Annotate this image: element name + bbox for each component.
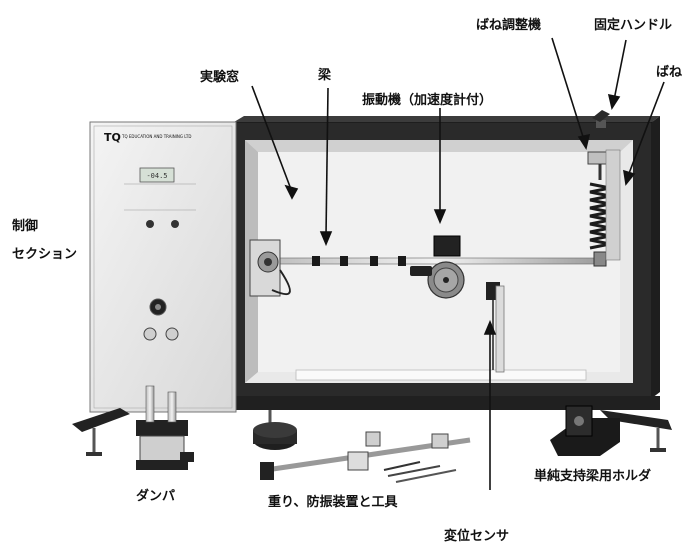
weights-tools xyxy=(253,422,471,483)
switch-button xyxy=(143,327,157,341)
label-exciter: 振動機（加速度計付） xyxy=(362,93,493,108)
simple-support-holder xyxy=(550,405,620,456)
label-spring-adjuster: ばね調整機 xyxy=(476,18,542,33)
fixed-handle xyxy=(592,110,610,128)
label-experiment-window: 実験窓 xyxy=(200,70,240,85)
callout-arrows xyxy=(251,37,665,490)
panel-caption: TQ EDUCATION AND TRAINING LTD xyxy=(122,134,192,139)
switch-button xyxy=(165,327,179,341)
spring-coil xyxy=(589,182,611,250)
label-weights-tools: 重り、防振装置と工具 xyxy=(268,495,398,510)
label-fixed-handle: 固定ハンドル xyxy=(594,18,673,33)
frame-legs xyxy=(72,408,672,456)
svg-text:-04.5: -04.5 xyxy=(146,172,167,180)
panel-brand: TQ xyxy=(104,131,121,144)
label-control-line2: セクション xyxy=(12,247,78,262)
exciter xyxy=(410,235,465,299)
control-knob xyxy=(171,220,179,228)
label-beam: 梁 xyxy=(318,68,332,83)
damper xyxy=(136,385,194,470)
label-spring: ばね xyxy=(656,65,683,80)
label-control-line1: 制御 xyxy=(12,219,39,234)
display-readout xyxy=(139,167,175,183)
spring-assembly xyxy=(587,149,621,267)
displacement-sensor xyxy=(486,282,505,373)
control-section: -04.5 xyxy=(89,121,237,413)
label-damper: ダンパ xyxy=(136,489,176,504)
label-displacement-sensor: 変位センサ xyxy=(444,529,510,544)
label-support-holder: 単純支持梁用ホルダ xyxy=(534,469,652,484)
control-knob xyxy=(146,220,154,228)
beam-clamp xyxy=(249,239,291,297)
